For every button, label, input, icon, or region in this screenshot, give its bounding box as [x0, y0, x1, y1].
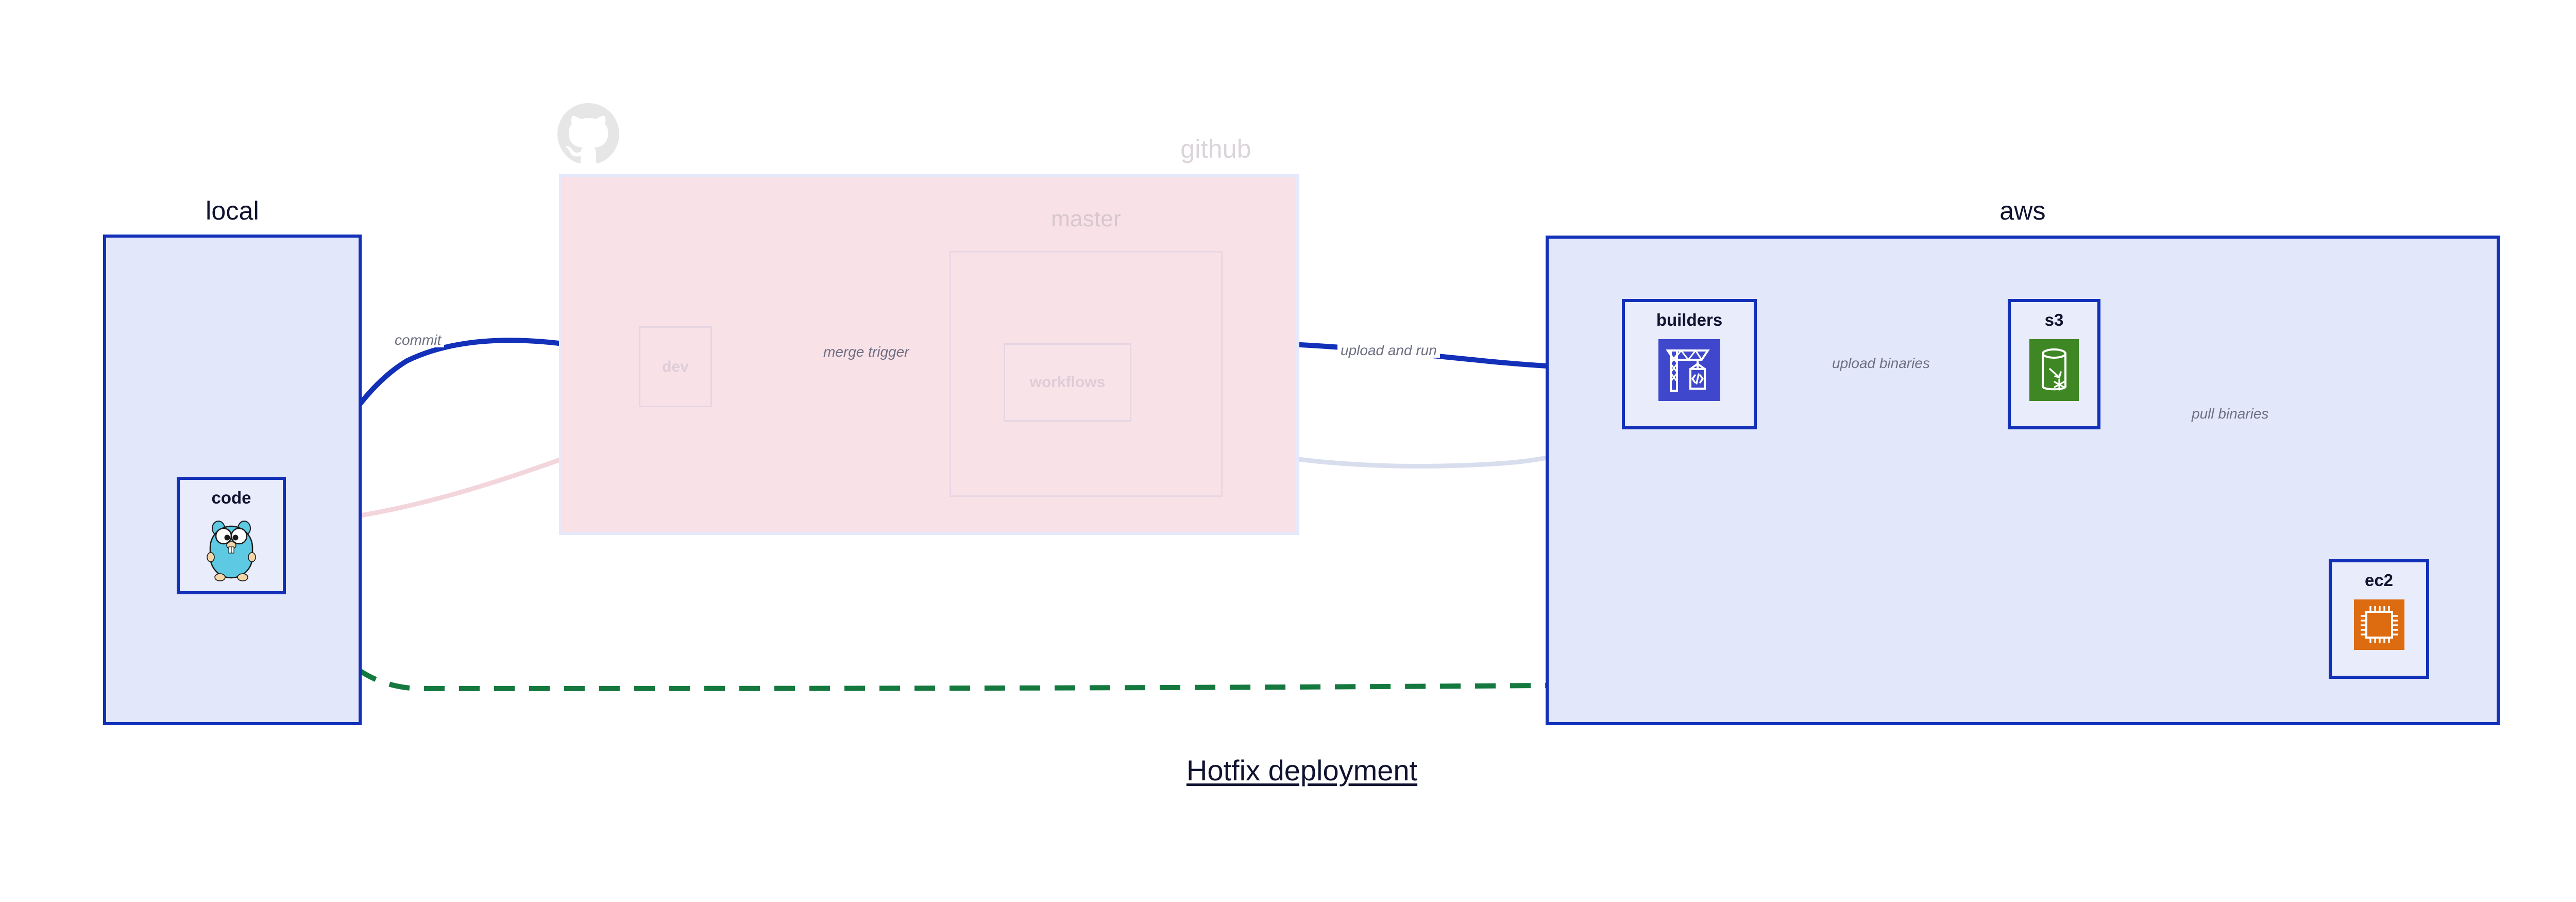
s3-bucket-icon: [2029, 339, 2079, 404]
node-workflows[interactable]: workflows: [1004, 343, 1131, 422]
cluster-master: [950, 251, 1223, 497]
codebuild-icon: [1658, 339, 1720, 404]
node-dev-label: dev: [662, 358, 689, 375]
node-dev[interactable]: dev: [639, 326, 712, 407]
node-ec2[interactable]: ec2: [2329, 559, 2429, 679]
node-workflows-label: workflows: [1029, 374, 1106, 391]
edge-label-upload-binaries: upload binaries: [1829, 356, 1933, 371]
node-ec2-label: ec2: [2364, 571, 2394, 590]
page-title: Hotfix deployment: [1186, 754, 1418, 787]
cluster-label-master: master: [1051, 206, 1121, 231]
node-s3-label: s3: [2044, 310, 2064, 329]
edge-label-pull-binaries: pull binaries: [2189, 406, 2272, 421]
cpu-chip-icon: [2353, 599, 2404, 653]
github-octocat-icon: [557, 103, 619, 165]
go-gopher-icon: [203, 517, 260, 584]
node-builders-label: builders: [1656, 310, 1723, 329]
cluster-label-local: local: [206, 196, 259, 225]
cluster-github: [559, 174, 1299, 535]
edge-label-commit: commit: [392, 332, 445, 347]
node-code[interactable]: code: [177, 477, 286, 594]
node-s3[interactable]: s3: [2008, 299, 2100, 429]
cluster-label-aws: aws: [1999, 196, 2046, 225]
edge-label-upload-and-run: upload and run: [1337, 343, 1440, 358]
edge-label-merge-trigger: merge trigger: [820, 344, 912, 359]
node-builders[interactable]: builders: [1622, 299, 1757, 429]
cluster-label-github: github: [1180, 135, 1251, 163]
node-code-label: code: [211, 488, 251, 507]
